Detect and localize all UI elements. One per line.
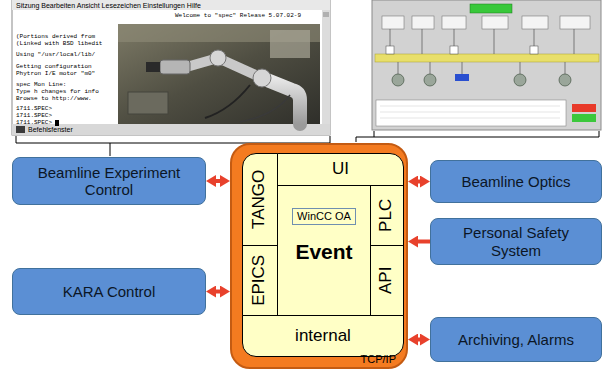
terminal-line: Type h changes for info <box>16 89 99 95</box>
interface-segment: EPICS <box>242 245 278 316</box>
terminal-line: spec Mon Line: <box>16 82 66 88</box>
scada-window <box>372 0 601 130</box>
blue-indicator <box>455 74 469 81</box>
scada-panel <box>560 16 590 29</box>
product-tag: WinCC OA <box>292 208 356 225</box>
terminal-screenshot <box>12 0 330 135</box>
bracket-line <box>356 131 599 142</box>
system-box: Personal Safety System <box>430 218 602 265</box>
system-box: Archiving, Alarms <box>430 317 602 362</box>
platform-box: TCP/IP UI TANGO Event WinCC OA PLC API EPICS int… <box>230 143 408 369</box>
cursor-block <box>55 120 59 126</box>
connector-arrow <box>213 290 223 294</box>
connector-arrow <box>213 179 223 183</box>
scada-panel <box>442 16 466 29</box>
robot-cable <box>240 95 290 122</box>
interface-segment: UI <box>277 153 404 186</box>
robot-joint <box>210 50 226 66</box>
node-label: UI <box>332 160 349 179</box>
robot-cable <box>205 85 250 118</box>
core-box: Event WinCC OA <box>277 185 371 316</box>
system-box: KARA Control <box>12 268 206 315</box>
robot-upper-arm <box>190 58 262 78</box>
node-label: API <box>378 267 397 294</box>
beam-pipe <box>375 54 599 62</box>
pump-symbol <box>559 74 571 86</box>
node-label: Archiving, Alarms <box>458 331 574 348</box>
scada-title-bar <box>470 4 512 13</box>
terminal-line: (Portions derived from <box>16 34 95 40</box>
alarm-indicator <box>572 104 596 112</box>
status-indicator <box>572 114 596 122</box>
node-label: internal <box>295 327 351 346</box>
terminal-line: 1711.SPEC> <box>16 120 52 126</box>
interface-segment: internal <box>242 315 404 357</box>
task-icon <box>16 126 25 133</box>
valve-symbol <box>450 46 458 54</box>
terminal-line: Using "/usr/local/lib/ <box>16 52 95 58</box>
connector-arrow <box>415 240 430 244</box>
node-label: Event <box>295 241 352 262</box>
photo-ground <box>118 24 320 124</box>
terminal-line: Getting configuration <box>16 64 92 70</box>
pump-symbol <box>424 74 436 86</box>
scada-screenshot <box>372 0 601 130</box>
node-label: WinCC OA <box>297 210 351 222</box>
window-text: Befehlsfenster <box>28 126 73 133</box>
node-label: PLC <box>378 199 397 232</box>
node-label: Beamline Optics <box>461 173 570 190</box>
scada-wires <box>390 29 574 54</box>
menu-bar <box>12 0 330 10</box>
system-box: Beamline Optics <box>430 160 602 203</box>
robot-joint <box>253 69 271 87</box>
terminal-line: (Linked with BSD libedit <box>16 41 102 47</box>
window-text: Sitzung Bearbeiten Ansicht Lesezeichen E… <box>16 2 201 9</box>
pump-symbol <box>392 74 404 86</box>
robot-photo <box>118 24 320 124</box>
sample-table <box>128 92 168 114</box>
scada-panel <box>522 16 548 29</box>
task-bar <box>12 124 330 135</box>
terminal-line: 1711.SPEC> <box>16 113 52 119</box>
photo-window <box>270 30 310 58</box>
valve-symbol <box>530 46 538 54</box>
scroll-button <box>323 12 329 17</box>
terminal-line: Phytron I/E motor "m0" <box>16 71 95 77</box>
terminal-line: Browse to http://www. <box>16 96 92 102</box>
scada-panel <box>382 16 404 29</box>
node-label: EPICS <box>251 255 270 306</box>
connector-arrow <box>415 338 423 342</box>
terminal-line: 1711.SPEC> <box>16 106 52 112</box>
robot-gripper <box>160 60 190 74</box>
pump-symbol <box>514 74 526 86</box>
scada-log-panel <box>376 100 566 126</box>
valve-symbol <box>386 46 394 54</box>
node-label: TANGO <box>251 170 270 229</box>
node-label: KARA Control <box>63 283 156 300</box>
terminal-window <box>12 0 330 135</box>
log-lines <box>380 106 560 118</box>
interface-segment: TANGO <box>242 153 278 246</box>
node-label: TCP/IP <box>361 354 396 365</box>
system-box: Beamline Experiment Control <box>12 157 206 205</box>
scada-panel <box>482 16 508 29</box>
node-label: Beamline Experiment Control <box>21 164 197 199</box>
scrollbar <box>322 10 330 124</box>
node-label: Personal Safety System <box>439 224 593 259</box>
connector-arrow <box>415 180 423 184</box>
scada-wires <box>398 62 565 74</box>
interface-segment: PLC <box>370 185 404 246</box>
terminal-line: Welcome to "spec" Release 5.07.02-9 <box>175 13 301 19</box>
interface-segment: API <box>370 245 404 316</box>
gripper-tool <box>146 62 160 72</box>
scada-panel <box>412 16 434 29</box>
